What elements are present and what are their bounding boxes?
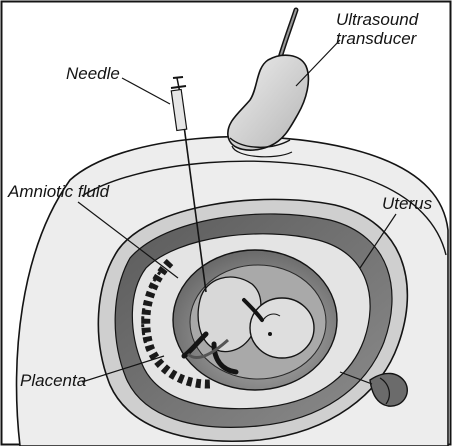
needle-leader [122,78,170,104]
amniotic-fluid-label: Amniotic fluid [8,182,109,201]
needle-label: Needle [66,64,120,83]
uterus-label: Uterus [382,194,432,213]
ultrasound-label-line2: transducer [336,29,418,48]
placenta-label: Placenta [20,371,86,390]
ultrasound-label-line1: Ultrasound [336,10,418,29]
ultrasound-transducer-label: Ultrasound transducer [336,10,418,48]
ultrasound-transducer [228,10,309,157]
